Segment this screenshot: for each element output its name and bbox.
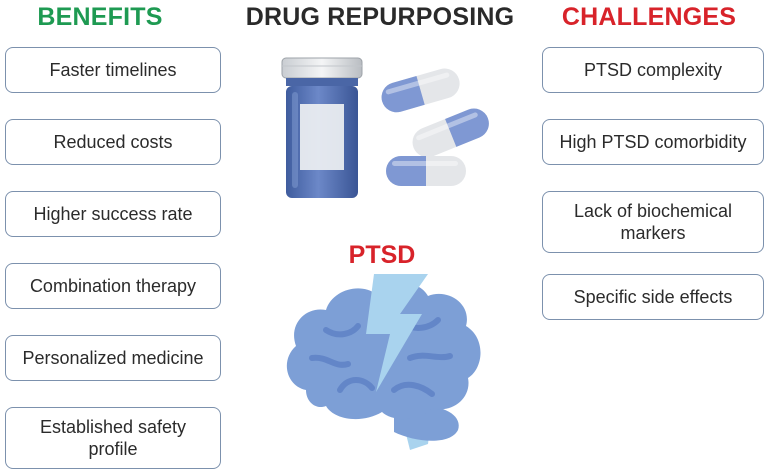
- benefit-label: Personalized medicine: [22, 348, 204, 368]
- benefit-box: Reduced costs: [5, 119, 221, 165]
- benefit-label: Faster timelines: [49, 60, 177, 80]
- benefit-label: Reduced costs: [53, 132, 173, 152]
- benefit-box: Higher success rate: [5, 191, 221, 237]
- benefit-label-line: Established safety: [39, 417, 187, 437]
- benefit-box: Established safety profile: [5, 407, 221, 469]
- benefit-box: Combination therapy: [5, 263, 221, 309]
- challenge-box: Lack of biochemical markers: [542, 191, 764, 253]
- challenge-label-line: markers: [620, 223, 686, 243]
- capsule-icon: [412, 108, 489, 158]
- challenges-heading: CHALLENGES: [561, 3, 737, 31]
- ptsd-label: PTSD: [348, 241, 416, 269]
- challenge-label: High PTSD comorbidity: [559, 132, 747, 152]
- benefits-heading: BENEFITS: [37, 3, 163, 31]
- benefit-label: Combination therapy: [29, 276, 197, 296]
- page-title: DRUG REPURPOSING: [245, 3, 515, 31]
- capsule-icon: [386, 156, 466, 186]
- challenge-box: Specific side effects: [542, 274, 764, 320]
- challenge-label-line: Lack of biochemical: [573, 201, 733, 221]
- pill-bottle-icon: [281, 57, 363, 198]
- benefit-box: Faster timelines: [5, 47, 221, 93]
- benefit-label: Higher success rate: [33, 204, 193, 224]
- challenge-label: Specific side effects: [573, 287, 733, 307]
- brain-illustration: [286, 274, 481, 450]
- brain-icon: [286, 283, 481, 450]
- challenge-box: High PTSD comorbidity: [542, 119, 764, 165]
- challenge-box: PTSD complexity: [542, 47, 764, 93]
- benefit-box: Personalized medicine: [5, 335, 221, 381]
- challenge-label: PTSD complexity: [583, 60, 723, 80]
- lightning-bolt-icon: [366, 274, 428, 392]
- drug-illustration: [281, 57, 489, 198]
- benefit-label-line: profile: [88, 439, 138, 459]
- capsule-icon: [381, 68, 460, 113]
